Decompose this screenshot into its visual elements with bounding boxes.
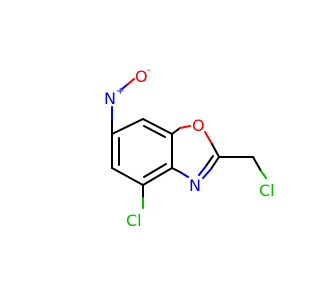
atom-o-ring: O xyxy=(192,116,205,135)
molecule-structure: O N Cl Cl N + O - xyxy=(104,65,275,230)
bond-n3-c3a xyxy=(171,167,181,173)
bond-c2-n3 xyxy=(210,156,220,170)
bond-ch2-cl xyxy=(252,156,262,172)
bond-o1-c7a-red xyxy=(179,125,191,129)
bond-c5-c4-inner xyxy=(143,163,167,178)
charge-n-nitro: + xyxy=(116,86,124,97)
atom-n-nitro: N xyxy=(104,89,116,108)
bond-c7a-o1 xyxy=(171,127,181,135)
bond-c2-n3-blue xyxy=(202,168,212,179)
bond-c6-c5 xyxy=(111,167,144,186)
bond-o1-c2-red xyxy=(204,131,213,145)
atom-cl-chain: Cl xyxy=(259,181,275,200)
bond-o1-c2 xyxy=(211,143,220,158)
atom-o-nitro: O xyxy=(135,67,148,86)
bond-c2-n3-double xyxy=(205,155,214,167)
bond-c7a-c7 xyxy=(111,118,144,135)
atom-n-ring: N xyxy=(189,176,201,195)
bond-c2-n3-double-blue xyxy=(198,165,207,176)
bond-n-o-red xyxy=(127,78,135,85)
bond-ch2-cl-green xyxy=(260,170,267,179)
bond-c3a-c7a xyxy=(142,118,173,135)
bond-c5-c4 xyxy=(142,167,173,186)
bond-n3-c3a-blue xyxy=(179,171,189,178)
atom-cl-ring: Cl xyxy=(126,211,142,230)
bond-n-o-blue xyxy=(121,83,129,90)
bond-c3a-c7a-inner xyxy=(143,125,166,138)
charge-o-nitro: - xyxy=(147,65,151,76)
